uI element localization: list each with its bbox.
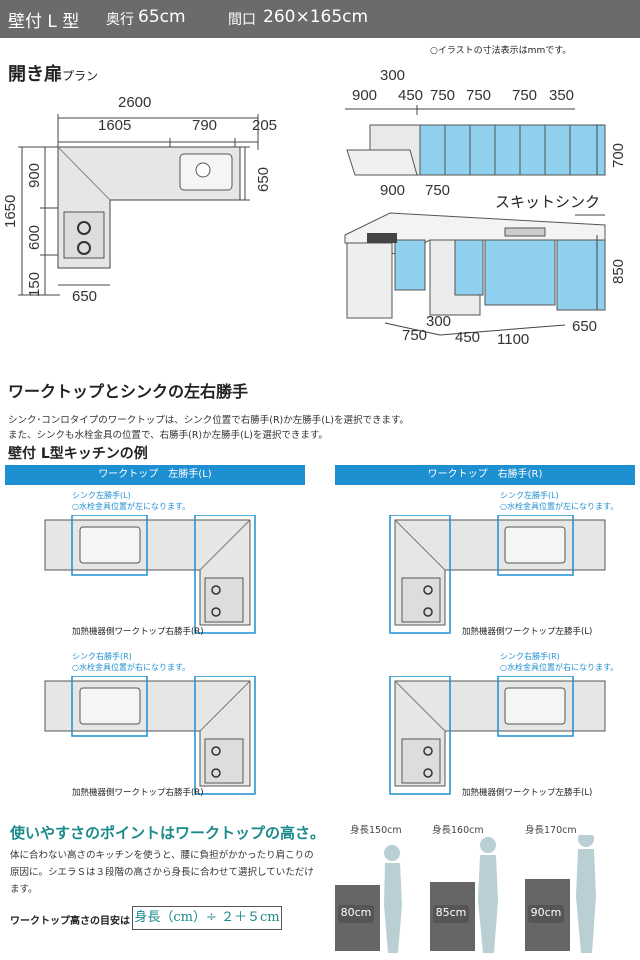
example-tr-diagram [389, 515, 606, 634]
elev-dim-350: 350 [549, 87, 575, 104]
bl-sink-note: ○水栓金具位置が右になります。 [72, 663, 191, 672]
elev-dim-750b: 750 [466, 87, 492, 104]
dim-total: 2600 [118, 94, 152, 111]
left-handed-bar: ワークトップ 左勝手(L) [5, 465, 305, 485]
dim-205: 205 [252, 117, 278, 134]
plan-title-main: 開き扉 [8, 64, 62, 85]
dim-1650: 1650 [2, 194, 19, 228]
height-badge-90: 90cm [528, 905, 564, 923]
elev-dim-750a: 750 [430, 87, 456, 104]
dim-150: 150 [26, 271, 43, 297]
kitchen-type: 壁付 L 型 [8, 12, 80, 32]
example-br-diagram [389, 676, 606, 795]
height-body-1: 体に合わない高さのキッチンを使うと、腰に負担がかかったり肩こりの [10, 850, 314, 861]
sink-label: スキットシンク [495, 193, 601, 211]
elev-dim-b450: 450 [455, 329, 481, 346]
figure-label-150: 身長150cm [350, 825, 402, 836]
formula-label: ワークトップ高さの目安は [10, 916, 130, 927]
elev-dim-300: 300 [380, 67, 406, 84]
width-label: 間口 [228, 12, 256, 28]
elevation-diagram [344, 105, 606, 336]
section-title-orientation: ワークトップとシンクの左右勝手 [8, 382, 249, 401]
elev-dim-700: 700 [610, 142, 627, 168]
bl-caption: 加熱機器側ワークトップ右勝手(R) [72, 788, 204, 798]
example-tl-diagram [44, 515, 256, 634]
plan-title: 開き扉プラン [8, 60, 98, 86]
tr-sink-label: シンク左勝手(L) [500, 491, 559, 500]
br-caption: 加熱機器側ワークトップ左勝手(L) [462, 788, 593, 798]
bl-sink-label: シンク右勝手(R) [72, 652, 132, 661]
depth-value: 65cm [138, 7, 186, 27]
tl-sink-note: ○水栓金具位置が左になります。 [72, 502, 191, 511]
figure-label-170: 身長170cm [525, 825, 577, 836]
width-value: 260×165cm [263, 7, 369, 27]
tr-caption: 加熱機器側ワークトップ左勝手(L) [462, 627, 593, 637]
dim-650-bottom: 650 [72, 288, 98, 305]
plan-title-suffix: プラン [62, 69, 99, 83]
elev-dim-b750: 750 [402, 327, 428, 344]
dim-600: 600 [26, 224, 43, 250]
elev-dim-900: 900 [352, 87, 378, 104]
example-bl-diagram [44, 676, 256, 795]
header-bar: 壁付 L 型 奥行 65cm 間口 260×165cm [0, 0, 640, 38]
elev-dim-mid-750: 750 [425, 182, 451, 199]
height-badge-85: 85cm [433, 905, 469, 923]
tr-sink-note: ○水栓金具位置が左になります。 [500, 502, 619, 511]
elev-dim-b300: 300 [426, 313, 452, 330]
br-sink-label: シンク右勝手(R) [500, 652, 560, 661]
orientation-text-2: また、シンクも水栓金具の位置で、右勝手(R)か左勝手(L)を選択できます。 [8, 430, 328, 441]
elev-dim-850: 850 [610, 258, 627, 284]
dim-900: 900 [26, 162, 43, 188]
br-sink-note: ○水栓金具位置が右になります。 [500, 663, 619, 672]
height-body-2: 原因に。シエラＳは３段階の高さから身長に合わせて選択していただけ [10, 867, 314, 878]
formula-box: 身長（cm）÷ ２＋５cm [132, 906, 282, 930]
height-badge-80: 80cm [338, 905, 374, 923]
illustration-note: ○イラストの寸法表示はmmです。 [430, 46, 572, 56]
orientation-text-1: シンク･コンロタイプのワークトップは、シンク位置で右勝手(R)か左勝手(L)を選… [8, 415, 410, 426]
elev-dim-mid-900: 900 [380, 182, 406, 199]
height-body-3: ます。 [10, 884, 38, 895]
floor-plan-diagram [18, 114, 259, 296]
example-title: 壁付 L型キッチンの例 [8, 446, 148, 462]
dim-1605: 1605 [98, 117, 132, 134]
height-figures [335, 835, 596, 953]
depth-label: 奥行 [106, 12, 134, 28]
height-title: 使いやすさのポイントはワークトップの高さ。 [10, 824, 326, 842]
tl-sink-label: シンク左勝手(L) [72, 491, 131, 500]
elev-dim-750c: 750 [512, 87, 538, 104]
elev-dim-450: 450 [398, 87, 424, 104]
elev-dim-b650: 650 [572, 318, 598, 335]
elev-dim-b1100: 1100 [497, 331, 530, 348]
right-handed-bar: ワークトップ 右勝手(R) [335, 465, 635, 485]
dim-650-right: 650 [255, 166, 272, 192]
tl-caption: 加熱機器側ワークトップ右勝手(R) [72, 627, 204, 637]
figure-label-160: 身長160cm [432, 825, 484, 836]
dim-790: 790 [192, 117, 218, 134]
